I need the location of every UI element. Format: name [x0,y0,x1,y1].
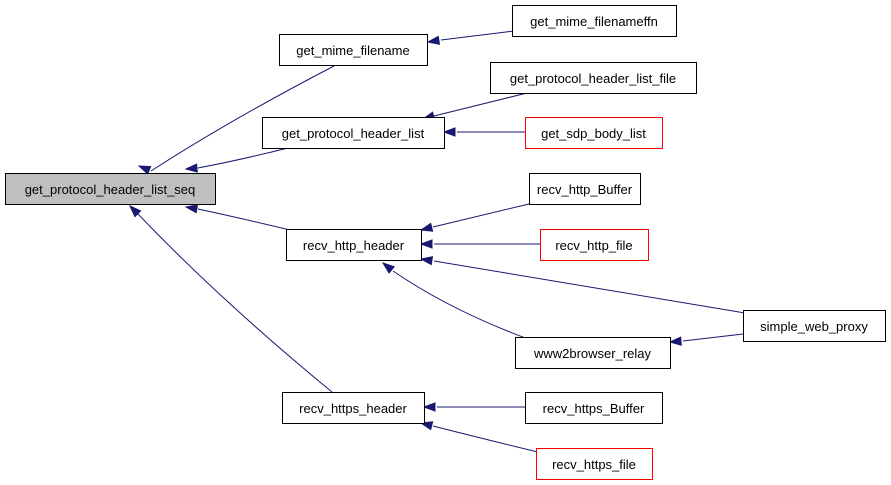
edge-recv_https_Buffer-to-recv_https_header [422,402,525,412]
node-recv_https_header[interactable]: recv_https_header [282,392,425,424]
node-recv_http_file[interactable]: recv_http_file [540,229,649,261]
arrowhead-icon [381,262,395,274]
arrowhead-icon [419,222,434,232]
node-box[interactable] [262,117,445,149]
node-box[interactable] [525,117,663,149]
node-get_sdp_body_list[interactable]: get_sdp_body_list [525,117,663,149]
edge-recv_https_header-to-get_protocol_header_list_seq [128,204,333,393]
edge-line [433,92,528,117]
arrowhead-icon [419,239,433,249]
node-recv_https_Buffer[interactable]: recv_https_Buffer [525,392,663,424]
node-label: get_sdp_body_list [541,126,646,141]
edge-get_mime_filename-to-get_protocol_header_list_seq [137,65,335,175]
node-simple_web_proxy[interactable]: simple_web_proxy [743,310,886,342]
arrowhead-icon [668,336,682,346]
edge-line [197,147,289,169]
edge-line [432,203,530,228]
node-get_protocol_header_list[interactable]: get_protocol_header_list [262,117,445,149]
node-box[interactable] [5,173,216,205]
node-box[interactable] [529,173,641,205]
edge-line [433,260,746,314]
edge-line [197,208,291,231]
node-label: simple_web_proxy [760,319,868,334]
node-get_mime_filename[interactable]: get_mime_filename [279,34,428,66]
node-box[interactable] [286,229,422,261]
arrowhead-icon [419,256,434,266]
node-box[interactable] [525,392,663,424]
edge-simple_web_proxy-to-www2browser_relay [668,333,744,346]
node-label: recv_https_file [552,457,636,472]
node-label: recv_http_Buffer [537,182,633,197]
node-recv_http_header[interactable]: recv_http_header [286,229,422,261]
node-box[interactable] [279,34,428,66]
edge-recv_http_file-to-recv_http_header [419,239,540,249]
arrowhead-icon [137,165,152,175]
node-label: recv_http_file [555,238,632,253]
edge-line [432,425,539,453]
node-label: www2browser_relay [533,346,652,361]
node-box[interactable] [490,62,697,94]
node-label: get_mime_filenameffn [530,14,658,29]
nodes-layer: get_protocol_header_list_seq get_mime_fil… [5,5,886,480]
node-box[interactable] [540,229,649,261]
arrowhead-icon [442,127,456,137]
node-www2browser_relay[interactable]: www2browser_relay [515,337,671,369]
arrowhead-icon [426,35,441,45]
arrowhead-icon [128,204,142,218]
node-label: recv_https_Buffer [543,401,645,416]
edge-simple_web_proxy-to-recv_http_header [419,256,746,314]
edge-line [137,213,333,393]
node-label: get_protocol_header_list_file [510,71,676,86]
node-label: recv_https_header [299,401,407,416]
edge-get_protocol_header_list-to-get_protocol_header_list_seq [184,147,289,173]
edge-line [682,333,744,342]
edge-recv_http_header-to-get_protocol_header_list_seq [184,204,291,231]
edge-get_mime_filenameffn-to-get_mime_filename [426,30,515,45]
node-label: get_protocol_header_list_seq [25,182,196,197]
node-box[interactable] [743,310,886,342]
node-box[interactable] [536,448,653,480]
edges-layer [128,30,746,453]
node-get_mime_filenameffn[interactable]: get_mime_filenameffn [512,5,677,37]
edge-line [440,30,515,41]
arrowhead-icon [184,204,199,214]
edge-recv_https_file-to-recv_https_header [419,421,539,453]
node-get_protocol_header_list_seq[interactable]: get_protocol_header_list_seq [5,173,216,205]
node-box[interactable] [512,5,677,37]
node-label: get_protocol_header_list [282,126,425,141]
edge-get_sdp_body_list-to-get_protocol_header_list [442,127,525,137]
node-label: recv_http_header [303,238,405,253]
node-get_protocol_header_list_file[interactable]: get_protocol_header_list_file [490,62,697,94]
node-recv_http_Buffer[interactable]: recv_http_Buffer [529,173,641,205]
edge-www2browser_relay-to-recv_http_header [381,262,529,340]
node-box[interactable] [515,337,671,369]
arrowhead-icon [184,163,198,173]
edge-get_protocol_header_list_file-to-get_protocol_header_list [421,92,528,121]
arrowhead-icon [422,402,436,412]
edge-line [392,270,529,340]
node-recv_https_file[interactable]: recv_https_file [536,448,653,480]
edge-line [150,65,335,172]
node-label: get_mime_filename [296,43,409,58]
node-box[interactable] [282,392,425,424]
edge-recv_http_Buffer-to-recv_http_header [419,203,530,232]
